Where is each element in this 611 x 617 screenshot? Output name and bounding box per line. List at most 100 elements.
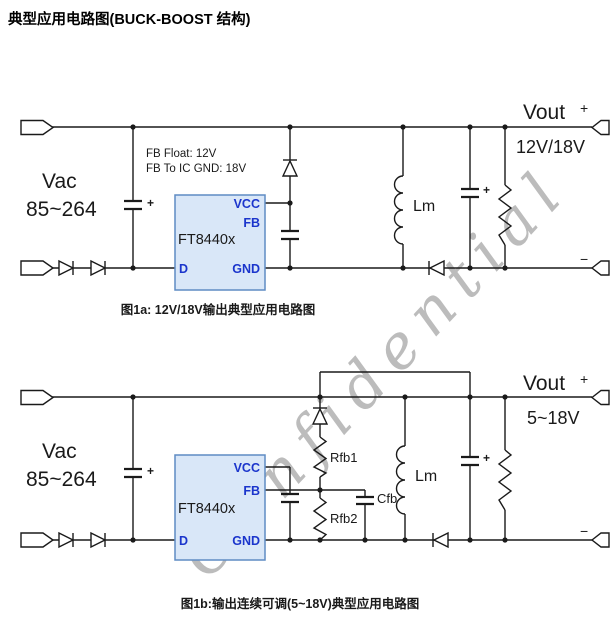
c1-output-terminal-top xyxy=(590,119,610,136)
c2-vout-value: 5~18V xyxy=(527,408,580,428)
c2-ic-name: FT8440x xyxy=(178,501,236,517)
c1-pin-fb: FB xyxy=(243,216,260,230)
diode-triangle xyxy=(90,259,107,277)
c2-input-terminal-top xyxy=(20,389,55,406)
c1-input-capacitor xyxy=(124,199,142,211)
c2-pin-gnd: GND xyxy=(232,534,260,548)
c2-vout-label: Vout xyxy=(523,372,565,395)
c1-input-cap-plus: + xyxy=(147,196,154,210)
c1-pin-d: D xyxy=(179,262,188,276)
junction-dot xyxy=(130,124,136,130)
junction-dot xyxy=(502,394,508,400)
junction-dot xyxy=(287,265,293,271)
c2-cfb-capacitor xyxy=(356,495,374,506)
c2-output-capacitor xyxy=(461,455,479,467)
junction-dot xyxy=(287,124,293,130)
junction-dot xyxy=(362,537,368,543)
c1-vac-range: 85~264 xyxy=(26,198,97,221)
c2-output-terminal-bottom xyxy=(590,532,610,548)
junction-dot xyxy=(317,394,323,400)
c1-inductor xyxy=(393,175,404,245)
c2-rectifier-diode-1 xyxy=(58,531,75,549)
c2-cfb-label: Cfb xyxy=(377,491,397,506)
circuit-1b: + + VCC FB FT8440x D GND Rfb xyxy=(20,371,610,611)
c2-rfb1-label: Rfb1 xyxy=(330,450,357,465)
c1-vout-label: Vout xyxy=(523,101,565,124)
c2-inductor xyxy=(395,445,406,515)
junction-dot xyxy=(400,265,406,271)
junction-dot xyxy=(502,265,508,271)
c1-vout-plus: + xyxy=(580,100,588,116)
c2-caption: 图1b:输出连续可调(5~18V)典型应用电路图 xyxy=(181,596,420,611)
c1-load-resistor xyxy=(497,184,513,246)
c2-resistor-rfb1 xyxy=(312,436,328,478)
c1-pin-gnd: GND xyxy=(232,262,260,276)
c2-pin-vcc: VCC xyxy=(234,461,260,475)
c1-rectifier-diode-2 xyxy=(90,259,107,277)
c1-caption: 图1a: 12V/18V输出典型应用电路图 xyxy=(121,302,316,317)
diode-triangle xyxy=(432,531,449,549)
junction-dot xyxy=(130,537,136,543)
c2-vout-plus: + xyxy=(580,371,588,387)
c1-wires xyxy=(52,126,592,269)
junction-dot xyxy=(502,537,508,543)
c2-rectifier-diode-2 xyxy=(90,531,107,549)
c2-load-resistor xyxy=(497,449,513,511)
junction-dot xyxy=(130,394,136,400)
c1-vout-minus: − xyxy=(580,251,588,267)
c2-input-cap-plus: + xyxy=(147,464,154,478)
c2-feedback-diode xyxy=(311,407,329,425)
c1-vcc-capacitor xyxy=(281,229,299,241)
page-title: 典型应用电路图(BUCK-BOOST 结构) xyxy=(8,12,251,28)
diode-triangle xyxy=(58,259,75,277)
c2-resistor-rfb2 xyxy=(312,497,328,541)
c2-output-cap-plus: + xyxy=(483,451,490,465)
junction-dot xyxy=(502,124,508,130)
c1-rectifier-diode-1 xyxy=(58,259,75,277)
c1-freewheel-diode xyxy=(428,259,445,277)
c2-inductor-label: Lm xyxy=(415,468,437,485)
diode-triangle xyxy=(58,531,75,549)
c1-input-terminal-top xyxy=(20,119,55,136)
diode-triangle xyxy=(311,407,329,425)
c2-input-capacitor xyxy=(124,467,142,479)
junction-dot xyxy=(467,537,473,543)
c1-vcc-diode xyxy=(281,159,299,177)
c1-ic-body xyxy=(174,194,266,291)
c1-vac-label: Vac xyxy=(42,170,77,193)
c1-pin-vcc: VCC xyxy=(234,197,260,211)
junction-dot xyxy=(287,200,293,206)
junction-dot xyxy=(402,394,408,400)
c2-pin-fb: FB xyxy=(243,484,260,498)
c1-vout-value: 12V/18V xyxy=(516,137,585,157)
junction-dot xyxy=(467,124,473,130)
junction-dot xyxy=(130,265,136,271)
c1-inductor-label: Lm xyxy=(413,198,435,215)
c2-pin-d: D xyxy=(179,534,188,548)
c2-vac-range: 85~264 xyxy=(26,468,97,491)
c2-ic-body xyxy=(174,454,266,561)
diode-triangle xyxy=(428,259,445,277)
junction-dot xyxy=(402,537,408,543)
junction-dot xyxy=(317,537,323,543)
c1-output-capacitor xyxy=(461,187,479,199)
c2-output-terminal-top xyxy=(590,389,610,406)
c2-rfb2-label: Rfb2 xyxy=(330,511,357,526)
junction-dot xyxy=(400,124,406,130)
diode-triangle xyxy=(281,159,299,177)
junction-dot xyxy=(467,394,473,400)
junction-dot xyxy=(467,265,473,271)
c1-output-cap-plus: + xyxy=(483,183,490,197)
c1-fb-note-2: FB To IC GND: 18V xyxy=(146,163,246,175)
c1-fb-note-1: FB Float: 12V xyxy=(146,148,217,160)
c1-ic-name: FT8440x xyxy=(178,232,236,248)
c1-input-terminal-bottom xyxy=(20,260,55,276)
c2-vcc-capacitor xyxy=(281,492,299,504)
diode-triangle xyxy=(90,531,107,549)
junction-dot xyxy=(317,487,323,493)
c2-vout-minus: − xyxy=(580,523,588,539)
c2-freewheel-diode xyxy=(432,531,449,549)
c1-output-terminal-bottom xyxy=(590,260,610,276)
